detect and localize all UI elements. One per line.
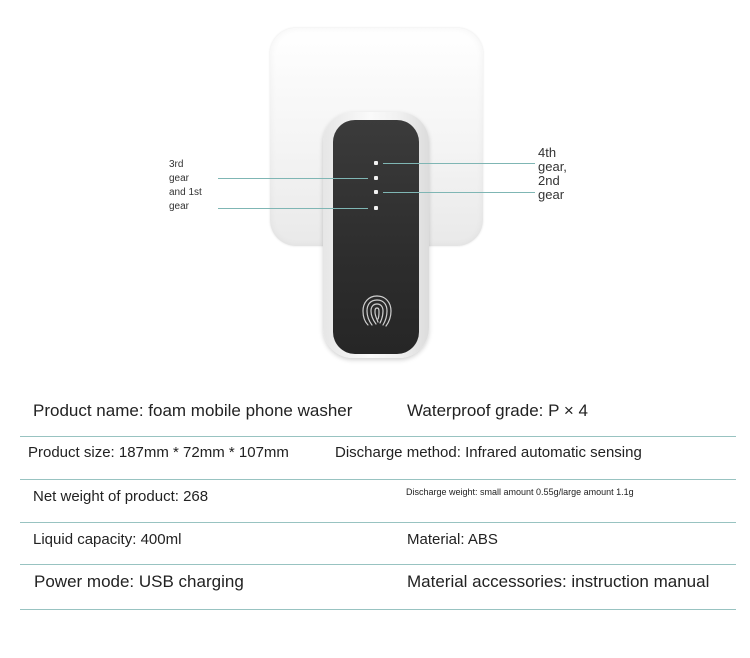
- gear-indicator-4th: [374, 161, 378, 165]
- product-figure: 3rd gear and 1st gear 4th gear, 2nd gear: [169, 28, 588, 358]
- spec-power-mode: Power mode: USB charging: [34, 572, 244, 591]
- leader-line-3rd: [218, 178, 368, 179]
- spec-material-accessories: Material accessories: instruction manual: [407, 572, 710, 591]
- row-divider: [20, 522, 736, 523]
- callout-right-line: gear,: [538, 159, 567, 174]
- spec-product-size: Product size: 187mm * 72mm * 107mm: [28, 444, 289, 461]
- gear-indicator-1st: [374, 206, 378, 210]
- callout-left-line: gear: [169, 173, 190, 184]
- callout-right-line: 4th: [538, 145, 557, 160]
- row-divider: [20, 564, 736, 565]
- spec-product-name: Product name: foam mobile phone washer: [33, 401, 353, 420]
- row-divider: [20, 609, 736, 610]
- gear-indicator-2nd: [374, 190, 378, 194]
- spec-material: Material: ABS: [407, 531, 498, 548]
- leader-line-1st: [218, 208, 368, 209]
- leader-line-4th: [383, 163, 535, 164]
- row-divider: [20, 479, 736, 480]
- callout-left-line: gear: [169, 201, 190, 212]
- callout-right: 4th gear, 2nd gear: [538, 146, 588, 202]
- gear-indicator-3rd: [374, 176, 378, 180]
- spec-net-weight: Net weight of product: 268: [33, 488, 209, 505]
- fingerprint-icon: [362, 295, 392, 327]
- row-divider: [20, 436, 736, 437]
- spec-discharge-weight: Discharge weight: small amount 0.55g/lar…: [406, 487, 634, 497]
- callout-left-line: and 1st: [169, 187, 202, 198]
- callout-left-line: 3rd: [169, 159, 184, 170]
- callout-right-line: 2nd: [538, 173, 560, 188]
- leader-line-2nd: [383, 192, 535, 193]
- callout-right-line: gear: [538, 187, 565, 202]
- spec-waterproof-grade: Waterproof grade: P × 4: [407, 401, 588, 420]
- callout-left: 3rd gear and 1st gear: [169, 158, 229, 214]
- spec-discharge-method: Discharge method: Infrared automatic sen…: [335, 444, 642, 461]
- spec-liquid-capacity: Liquid capacity: 400ml: [33, 531, 182, 548]
